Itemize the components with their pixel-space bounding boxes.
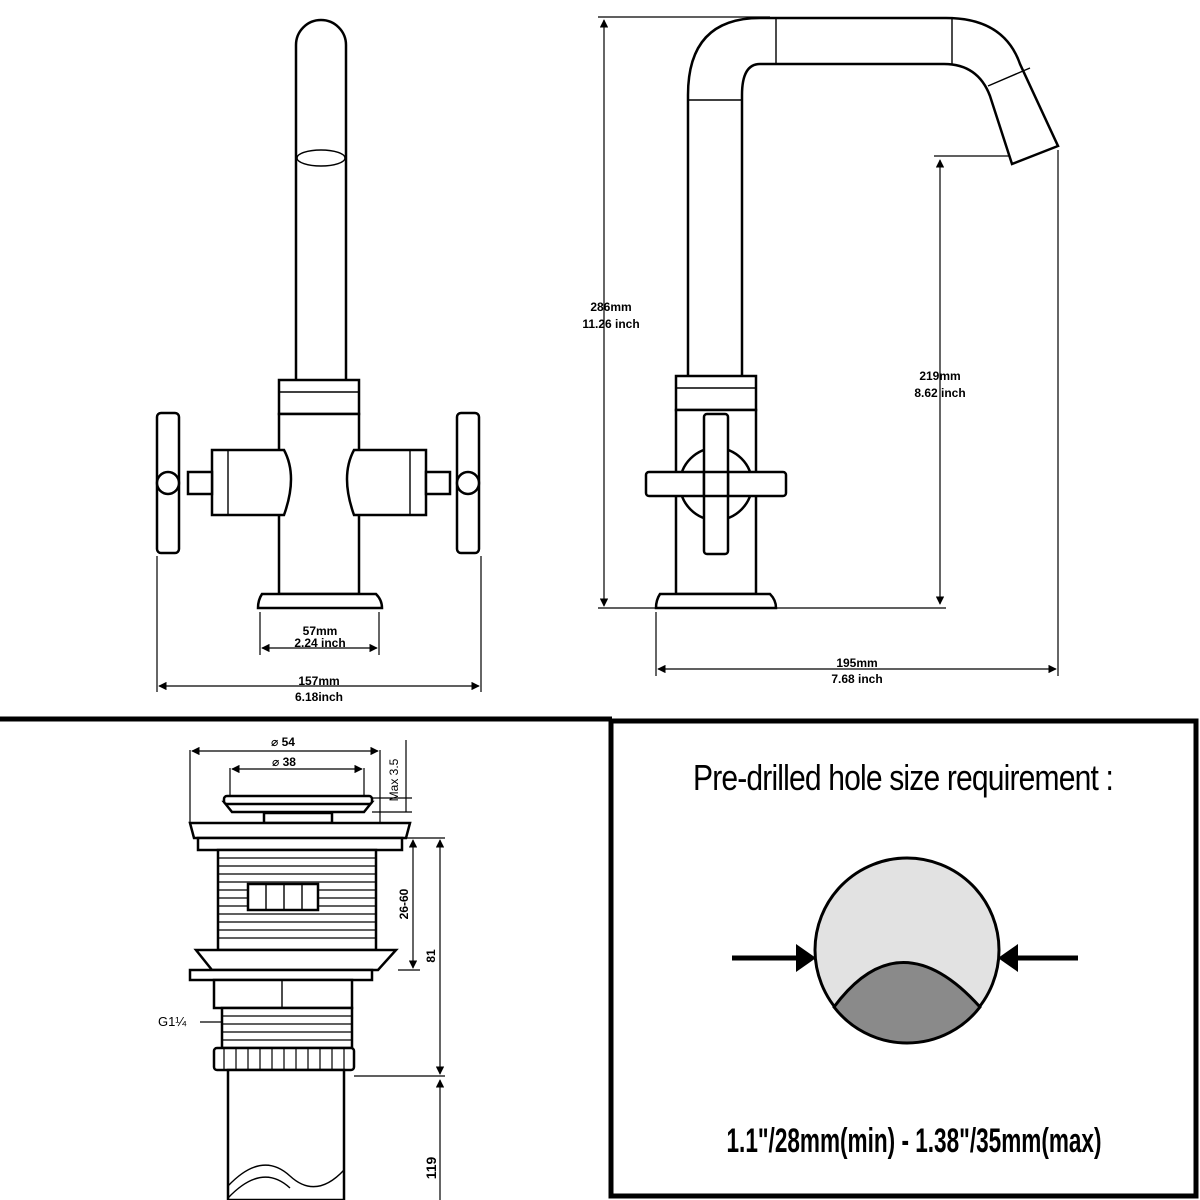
front-dimension-lines — [156, 556, 482, 692]
waste-drain — [188, 794, 412, 1200]
height-119-label: 119 — [423, 1156, 439, 1179]
thread-g114-label: G1¼ — [158, 1014, 186, 1029]
dim-157-mm: 157mm — [298, 674, 339, 688]
front-view-faucet — [155, 18, 481, 610]
dim-195-inch: 7.68 inch — [831, 672, 882, 686]
height-81-label: 81 — [424, 949, 438, 963]
dim-219-mm: 219mm — [919, 369, 960, 383]
dim-219-inch: 8.62 inch — [914, 386, 965, 400]
dim-57-inch: 2.24 inch — [294, 636, 345, 650]
side-dimension-lines — [598, 16, 1059, 676]
hole-panel-title: Pre-drilled hole size requirement : — [693, 757, 1113, 798]
max-3-5-label: Max 3.5 — [387, 758, 401, 801]
dia-54-label: ⌀ 54 — [271, 735, 295, 749]
waste-dimension-lines — [189, 740, 445, 1200]
dim-57-mm: 57mm — [303, 624, 338, 638]
dia-38-label: ⌀ 38 — [272, 755, 296, 769]
range-26-60-label: 26-60 — [397, 888, 411, 919]
dim-195-mm: 195mm — [836, 656, 877, 670]
right-arrow-icon — [998, 944, 1078, 972]
hole-size-spec: 1.1"/28mm(min) - 1.38"/35mm(max) — [727, 1122, 1102, 1160]
left-arrow-icon — [732, 944, 816, 972]
knurl-lines — [223, 1048, 345, 1070]
lower-thread-lines — [222, 1015, 352, 1041]
hole-circle-illustration — [813, 856, 1001, 1045]
dim-286-mm: 286mm — [590, 300, 631, 314]
dim-157-inch: 6.18inch — [295, 690, 343, 704]
side-view-faucet — [644, 16, 1060, 610]
dim-286-inch: 11.26 inch — [582, 317, 639, 331]
